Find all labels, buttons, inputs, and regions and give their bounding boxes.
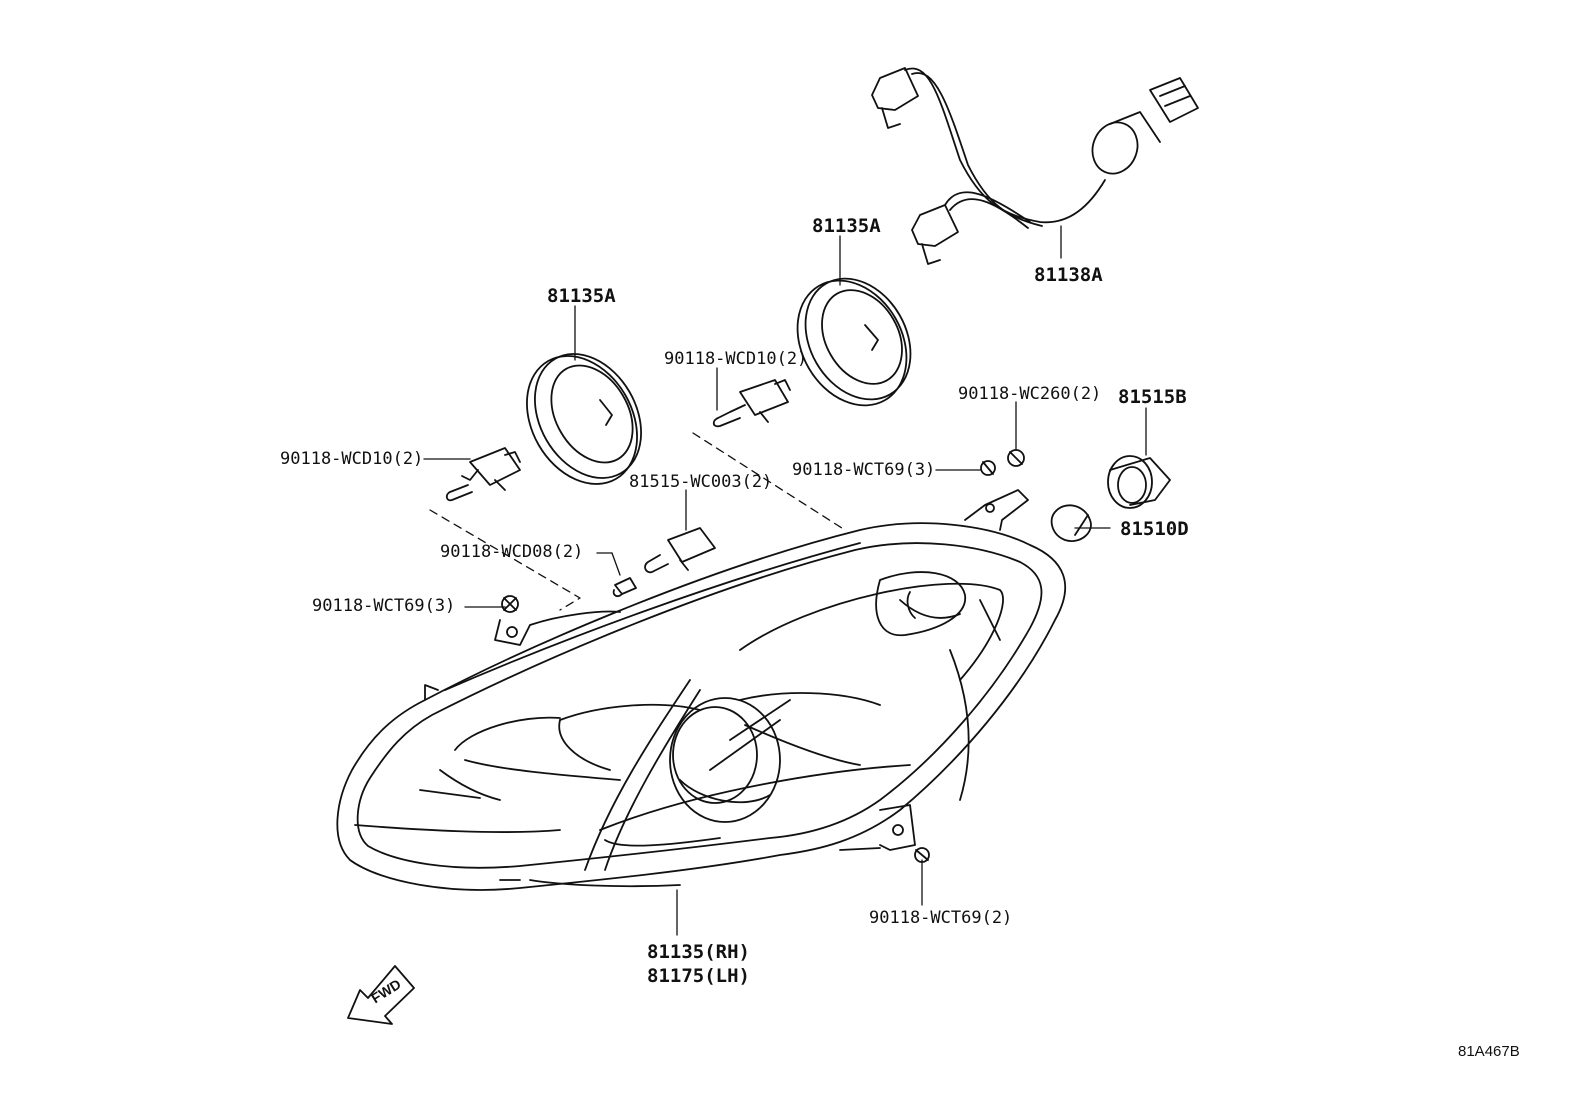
label-90118-wcd10-left[interactable]: 90118-WCD10(2)	[280, 449, 424, 469]
label-81515b[interactable]: 81515B	[1118, 386, 1187, 408]
label-90118-wct69-left[interactable]: 90118-WCT69(3)	[312, 596, 456, 616]
label-90118-wcd08[interactable]: 90118-WCD08(2)	[440, 542, 584, 562]
screws	[501, 449, 1025, 863]
bulb-top	[712, 379, 791, 428]
label-81515-wc003[interactable]: 81515-WC003(2)	[629, 472, 773, 492]
socket-ring-right	[796, 277, 912, 407]
headlamp-assembly	[336, 489, 1067, 891]
label-81135-rh[interactable]: 81135(RH)	[647, 941, 750, 963]
label-81175-lh[interactable]: 81175(LH)	[647, 965, 750, 987]
wedge-bulb	[612, 577, 637, 597]
bulb-left	[445, 447, 521, 502]
small-socket	[644, 527, 716, 574]
socket-81515b	[1107, 455, 1171, 509]
label-90118-wc260[interactable]: 90118-WC260(2)	[958, 384, 1102, 404]
label-81138a[interactable]: 81138A	[1034, 264, 1103, 286]
socket-ring-left	[526, 353, 642, 485]
fwd-arrow	[347, 965, 415, 1025]
label-81510d[interactable]: 81510D	[1120, 518, 1189, 540]
label-90118-wcd10-top[interactable]: 90118-WCD10(2)	[664, 349, 808, 369]
bulb-81510d	[1050, 504, 1092, 542]
label-90118-wct69-bottom[interactable]: 90118-WCT69(2)	[869, 908, 1013, 928]
label-81135a-right[interactable]: 81135A	[812, 215, 881, 237]
diagram-reference-code: 81A467B	[1458, 1043, 1520, 1060]
label-90118-wct69-right[interactable]: 90118-WCT69(3)	[792, 460, 936, 480]
label-81135a-left[interactable]: 81135A	[547, 285, 616, 307]
wire-harness	[871, 67, 1199, 265]
